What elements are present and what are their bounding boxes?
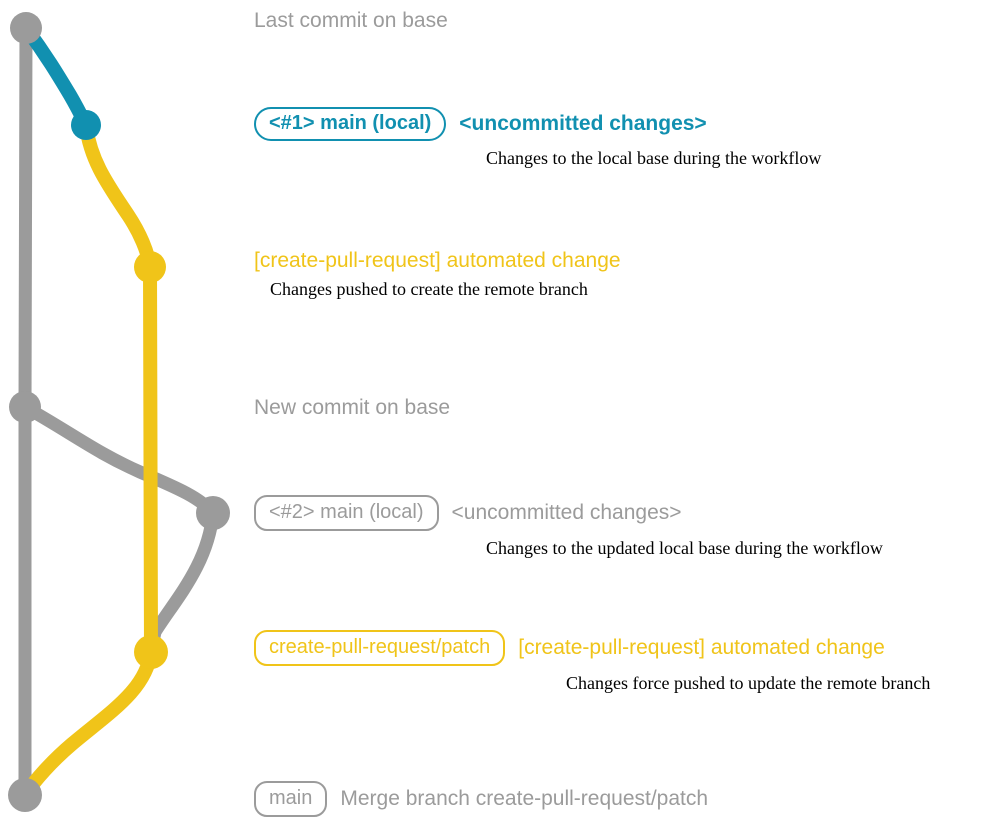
row-local-2-head: <#2> main (local) <uncommitted changes> — [254, 495, 682, 531]
new-commit-headline: New commit on base — [254, 396, 451, 419]
branch-badge-create-pull-request-patch[interactable]: create-pull-request/patch — [254, 630, 506, 666]
commit-node-base-new[interactable] — [9, 391, 41, 423]
row-merge-head: main Merge branch create-pull-request/pa… — [254, 781, 708, 817]
merge-headline: Merge branch create-pull-request/patch — [340, 787, 709, 811]
local-1-headline: <uncommitted changes> — [459, 112, 707, 136]
row-automated-2-head: create-pull-request/patch [create-pull-r… — [254, 630, 885, 666]
commit-node-base-top[interactable] — [10, 12, 42, 44]
automated-2-subtext: Changes force pushed to update the remot… — [566, 673, 931, 693]
commit-node-local-2[interactable] — [196, 496, 230, 530]
automated-1-subtext: Changes pushed to create the remote bran… — [270, 279, 588, 300]
row-local-2: <#2> main (local) <uncommitted changes> … — [254, 495, 883, 559]
commit-node-remote-2[interactable] — [134, 635, 168, 669]
remote2-to-merge-line — [18, 645, 158, 802]
automated-2-headline: [create-pull-request] automated change — [518, 636, 885, 660]
commit-node-base-merge[interactable] — [8, 778, 42, 812]
row-new-commit-head: New commit on base — [254, 396, 450, 419]
last-commit-headline: Last commit on base — [254, 9, 448, 32]
local1-to-remote1-line — [79, 118, 157, 274]
automated-1-headline: [create-pull-request] automated change — [254, 249, 621, 272]
local-1-subtext: Changes to the local base during the wor… — [486, 148, 822, 168]
row-last-commit: Last commit on base — [254, 9, 448, 32]
branch-badge-main-local-1[interactable]: <#1> main (local) — [254, 107, 447, 141]
row-local-1-head: <#1> main (local) <uncommitted changes> — [254, 107, 707, 141]
remote-branch-trunk-line — [143, 260, 158, 659]
local-2-headline: <uncommitted changes> — [451, 501, 682, 525]
base-to-local2-line — [18, 400, 220, 520]
row-automated-1-head: [create-pull-request] automated change — [254, 249, 621, 272]
row-new-commit: New commit on base — [254, 396, 450, 419]
row-merge: main Merge branch create-pull-request/pa… — [254, 781, 708, 817]
commit-node-remote-1[interactable] — [134, 251, 166, 283]
commit-node-local-1[interactable] — [71, 110, 101, 140]
branch-badge-main-local-2[interactable]: <#2> main (local) — [254, 495, 439, 531]
row-automated-1: [create-pull-request] automated change C… — [254, 249, 621, 300]
row-last-commit-head: Last commit on base — [254, 9, 448, 32]
row-local-1: <#1> main (local) <uncommitted changes> … — [254, 107, 821, 169]
row-automated-2: create-pull-request/patch [create-pull-r… — [254, 630, 930, 694]
branch-badge-main[interactable]: main — [254, 781, 328, 817]
local-2-subtext: Changes to the updated local base during… — [486, 538, 883, 558]
